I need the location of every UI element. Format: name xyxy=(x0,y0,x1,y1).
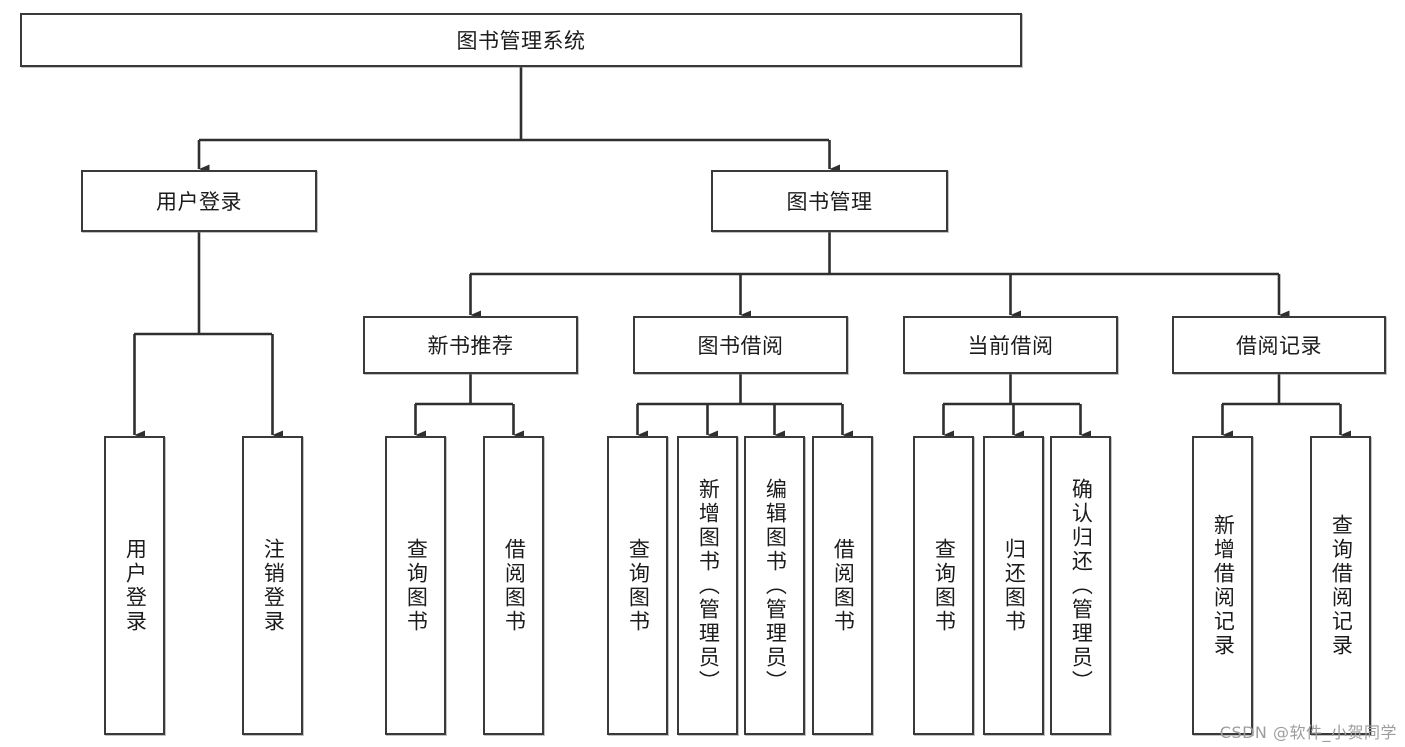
node-label: 确认归还（管理员） xyxy=(1069,477,1094,694)
node-leaf-query-book[interactable]: 查询图书 xyxy=(607,436,668,735)
node-leaf-add-record[interactable]: 新增借阅记录 xyxy=(1192,436,1253,735)
node-root[interactable]: 图书管理系统 xyxy=(20,13,1022,67)
node-leaf-query-book-rec[interactable]: 查询图书 xyxy=(385,436,446,735)
node-leaf-logout[interactable]: 注销登录 xyxy=(242,436,303,735)
node-label: 当前借阅 xyxy=(967,334,1054,358)
node-leaf-query-record[interactable]: 查询借阅记录 xyxy=(1310,436,1371,735)
node-current-borrow[interactable]: 当前借阅 xyxy=(903,316,1118,374)
node-label: 用户登录 xyxy=(156,190,242,214)
node-leaf-borrow-book-rec[interactable]: 借阅图书 xyxy=(483,436,544,735)
node-leaf-return-book[interactable]: 归还图书 xyxy=(983,436,1044,735)
node-label: 借阅记录 xyxy=(1236,334,1322,358)
node-borrow-record[interactable]: 借阅记录 xyxy=(1172,316,1386,374)
node-label: 图书管理系统 xyxy=(456,29,586,53)
node-label: 图书借阅 xyxy=(697,334,784,358)
node-leaf-confirm-return[interactable]: 确认归还（管理员） xyxy=(1050,436,1111,735)
node-leaf-query-book-cur[interactable]: 查询图书 xyxy=(913,436,974,735)
node-label: 查询借阅记录 xyxy=(1329,513,1354,658)
node-leaf-edit-book[interactable]: 编辑图书（管理员） xyxy=(744,436,805,735)
connector-paths xyxy=(133,67,1351,440)
node-leaf-user-login[interactable]: 用户登录 xyxy=(104,436,165,735)
node-label: 查询图书 xyxy=(404,537,429,634)
node-label: 图书管理 xyxy=(786,190,873,214)
node-label: 查询图书 xyxy=(932,537,957,634)
watermark-label: CSDN @软件_小贺同学 xyxy=(1219,723,1397,742)
node-label: 新增借阅记录 xyxy=(1211,513,1236,658)
node-label: 注销登录 xyxy=(261,537,286,634)
node-new-book-rec[interactable]: 新书推荐 xyxy=(363,316,578,374)
node-leaf-borrow-book[interactable]: 借阅图书 xyxy=(812,436,873,735)
node-label: 借阅图书 xyxy=(831,537,856,634)
node-leaf-add-book[interactable]: 新增图书（管理员） xyxy=(677,436,738,735)
node-label: 归还图书 xyxy=(1002,537,1027,634)
node-label: 新书推荐 xyxy=(427,334,514,358)
node-label: 用户登录 xyxy=(123,537,148,634)
node-label: 新增图书（管理员） xyxy=(696,477,721,694)
node-user-login[interactable]: 用户登录 xyxy=(81,170,317,232)
node-book-borrow[interactable]: 图书借阅 xyxy=(633,316,848,374)
node-label: 借阅图书 xyxy=(502,537,527,634)
node-book-manage[interactable]: 图书管理 xyxy=(711,170,948,232)
node-label: 编辑图书（管理员） xyxy=(763,477,788,694)
node-label: 查询图书 xyxy=(626,537,651,634)
